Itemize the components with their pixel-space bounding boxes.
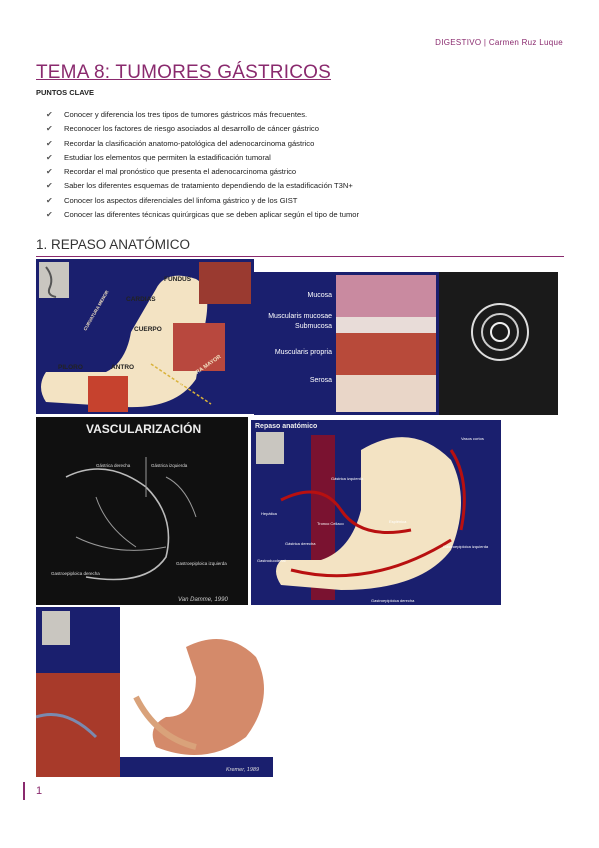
anatomy-review-figure: Repaso anatómico Vasos cortos Gástrica i… [251, 420, 501, 605]
checkmark-icon: ✔ [46, 110, 53, 119]
label-fundus: FUNDUS [164, 276, 192, 283]
list-item: ✔Conocer y diferencia los tres tipos de … [46, 108, 359, 122]
page-title: TEMA 8: TUMORES GÁSTRICOS [36, 62, 331, 83]
surgical-anatomy-figure: Kremer, 1989 [36, 607, 273, 777]
label-piloro: PILORO [58, 364, 83, 371]
label-submucosa: Submucosa [295, 323, 332, 330]
vascularization-figure: VASCULARIZACIÓN Gástrica derecha Gástric… [36, 417, 248, 605]
running-header: DIGESTIVO | Carmen Ruz Luque [435, 38, 563, 47]
figure-title: VASCULARIZACIÓN [86, 421, 201, 436]
checkmark-icon: ✔ [46, 195, 53, 205]
checkmark-icon: ✔ [46, 152, 53, 162]
label-serosa: Serosa [310, 377, 332, 384]
checkmark-icon: ✔ [46, 210, 53, 220]
section-divider [36, 256, 564, 257]
label-gastroepiploica-izquierda: Gastroepiploica izquierda [176, 561, 227, 566]
gastric-wall-layers-figure: Mucosa Muscularis mucosae Submucosa Musc… [254, 272, 558, 415]
list-item: ✔Estudiar los elementos que permiten la … [46, 151, 359, 165]
label-gastrica-izquierda: Gástrica izquierda [331, 476, 364, 481]
label-hepatica: Hepática [261, 511, 278, 516]
section-heading: 1. REPASO ANATÓMICO [36, 237, 191, 252]
label-gastrica-derecha: Gástrica derecha [285, 541, 316, 546]
label-gastroduodenal: Gastroduodenal [257, 558, 286, 563]
label-gastrica-derecha: Gástrica derecha [96, 463, 131, 468]
label-muscularis-mucosae: Muscularis mucosae [268, 313, 332, 320]
list-item: ✔Conocer los aspectos diferenciales del … [46, 194, 359, 208]
stomach-regions-figure: FUNDUS CARDIAS CUERPO PILORO ANTRO CURVA… [36, 259, 254, 414]
list-item: ✔Recordar el mal pronóstico que presenta… [46, 165, 359, 179]
list-item: ✔Conocer las diferentes técnicas quirúrg… [46, 208, 359, 222]
checkmark-icon: ✔ [46, 167, 53, 177]
checkmark-icon: ✔ [46, 138, 53, 148]
checkmark-icon: ✔ [46, 181, 53, 191]
figure-title: Repaso anatómico [255, 423, 317, 430]
list-item: ✔Saber los diferentes esquemas de tratam… [46, 179, 359, 193]
page-number-bar [23, 782, 25, 800]
label-antro: ANTRO [111, 364, 134, 371]
checkmark-icon: ✔ [46, 124, 53, 134]
figure-credit: Kremer, 1989 [226, 767, 259, 773]
list-item: ✔Reconocer los factores de riesgo asocia… [46, 122, 359, 136]
label-gastroepiploica-izquierda: Gastroepiploica izquierda [443, 544, 489, 549]
list-item: ✔Recordar la clasificación anatomo-patol… [46, 137, 359, 151]
label-tronco-celiaco: Tronco Celiaco [317, 521, 345, 526]
figure-credit: Van Damme, 1990 [178, 597, 228, 603]
label-vasos-cortos: Vasos cortos [461, 436, 484, 441]
label-gastroepiploica-derecha: Gastroepiploica derecha [51, 571, 100, 576]
key-points-list: ✔Conocer y diferencia los tres tipos de … [46, 108, 359, 222]
label-cuerpo: CUERPO [134, 326, 162, 333]
label-mucosa: Mucosa [307, 292, 332, 299]
key-points-heading: PUNTOS CLAVE [36, 88, 95, 97]
label-gastrica-izquierda: Gástrica izquierda [151, 463, 188, 468]
page-number: 1 [36, 785, 43, 797]
label-esplenica: Esplénica [389, 519, 407, 524]
label-gastroepiploica-derecha: Gastroepiploica derecha [371, 598, 415, 603]
label-muscularis-propria: Muscularis propria [275, 349, 332, 356]
label-cardias: CARDIAS [126, 296, 156, 303]
